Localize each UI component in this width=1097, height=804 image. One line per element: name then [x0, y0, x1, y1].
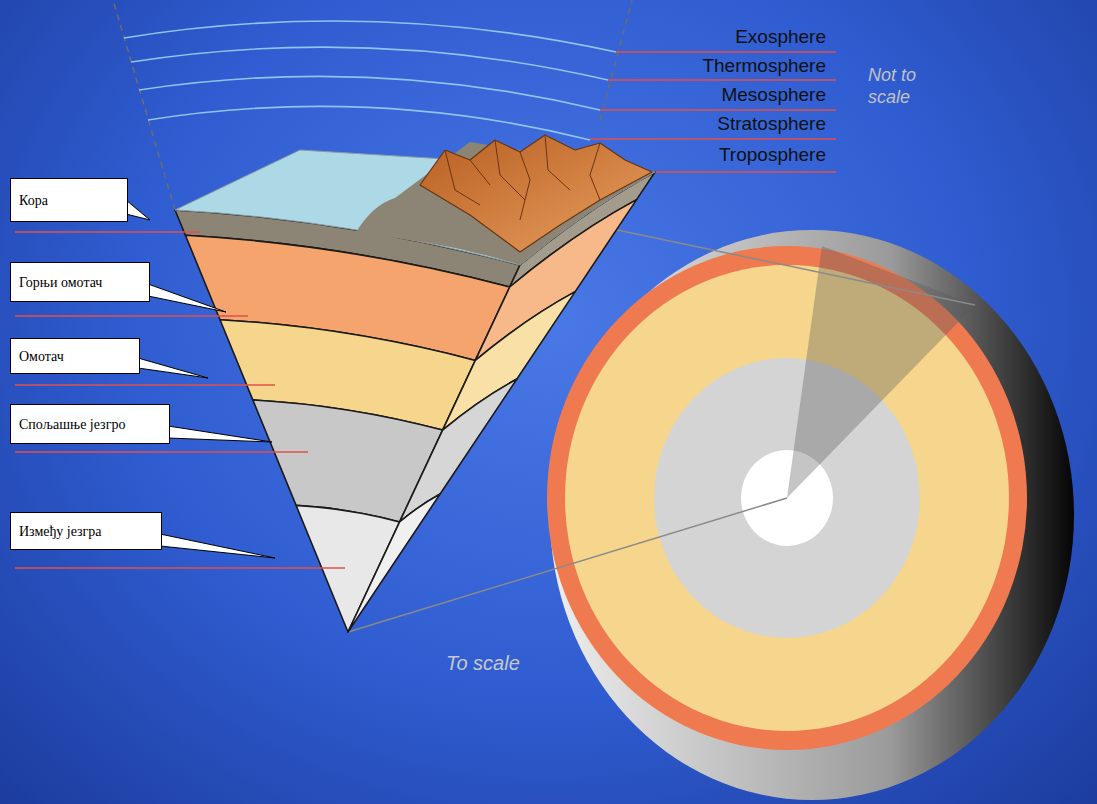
atmosphere-layer	[139, 76, 600, 110]
leader-line	[15, 231, 200, 233]
layer-name: Горњи омотач	[19, 274, 141, 291]
scale-note: Not to scale	[868, 64, 930, 108]
leader-line	[590, 138, 836, 140]
callout-box: Између језгра	[10, 512, 162, 550]
atmosphere-label: Stratosphere	[717, 113, 826, 135]
mountains	[420, 135, 652, 252]
scale-note: To scale	[446, 652, 520, 674]
inner-core-band	[348, 494, 440, 632]
callout-tail	[168, 426, 272, 442]
mountain-ridges	[445, 135, 600, 220]
callout-tail	[126, 200, 150, 220]
leader-line	[616, 51, 836, 53]
atmosphere-label: Thermosphere	[702, 55, 826, 77]
leader-line	[15, 315, 248, 317]
leader-line	[608, 79, 836, 81]
atmosphere-label: Mesosphere	[721, 84, 826, 106]
outer-core-band	[400, 379, 517, 522]
layer-name: Кора	[19, 192, 119, 209]
callout-box: Кора	[10, 178, 128, 222]
leader-line	[15, 567, 345, 569]
atmosphere-layer	[131, 47, 608, 80]
leader-line	[15, 451, 308, 453]
section-edge	[600, 0, 632, 120]
section-wedge	[787, 246, 975, 498]
callout-box: Спољашње језгро	[10, 404, 170, 444]
callout-box: Горњи омотач	[10, 262, 150, 302]
callout-tail	[160, 534, 275, 558]
projection-line	[560, 218, 975, 305]
leader-line	[15, 384, 275, 386]
atmosphere-label: Exosphere	[735, 26, 826, 48]
layer-name: Између језгра	[19, 523, 153, 540]
callout-box: Омотач	[10, 338, 140, 374]
layer-name: Омотач	[19, 348, 131, 365]
mantle-band	[443, 292, 576, 431]
atmosphere-layer	[148, 106, 590, 140]
callout-tail	[148, 284, 226, 312]
leader-line	[600, 109, 836, 111]
callout-tail	[138, 358, 208, 378]
layer-name: Спољашње језгро	[19, 416, 161, 433]
atmosphere-label: Troposphere	[719, 144, 826, 166]
